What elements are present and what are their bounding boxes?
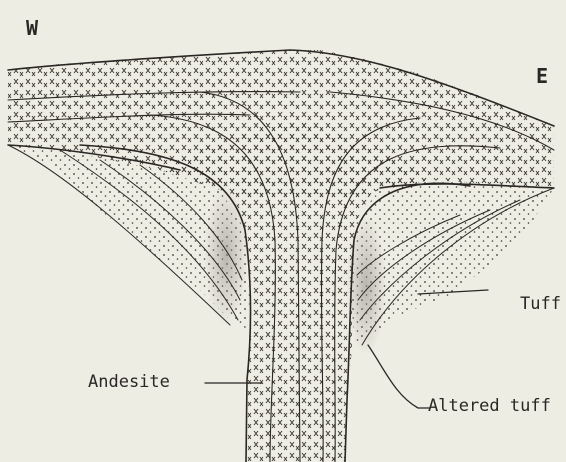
andesite-label: Andesite bbox=[88, 372, 170, 392]
west-label: W bbox=[26, 16, 38, 40]
altered-tuff-left bbox=[204, 185, 248, 325]
tuff-label: Tuff bbox=[520, 294, 561, 314]
altered-tuff-label: Altered tuff bbox=[428, 396, 551, 416]
east-label: E bbox=[536, 64, 548, 88]
